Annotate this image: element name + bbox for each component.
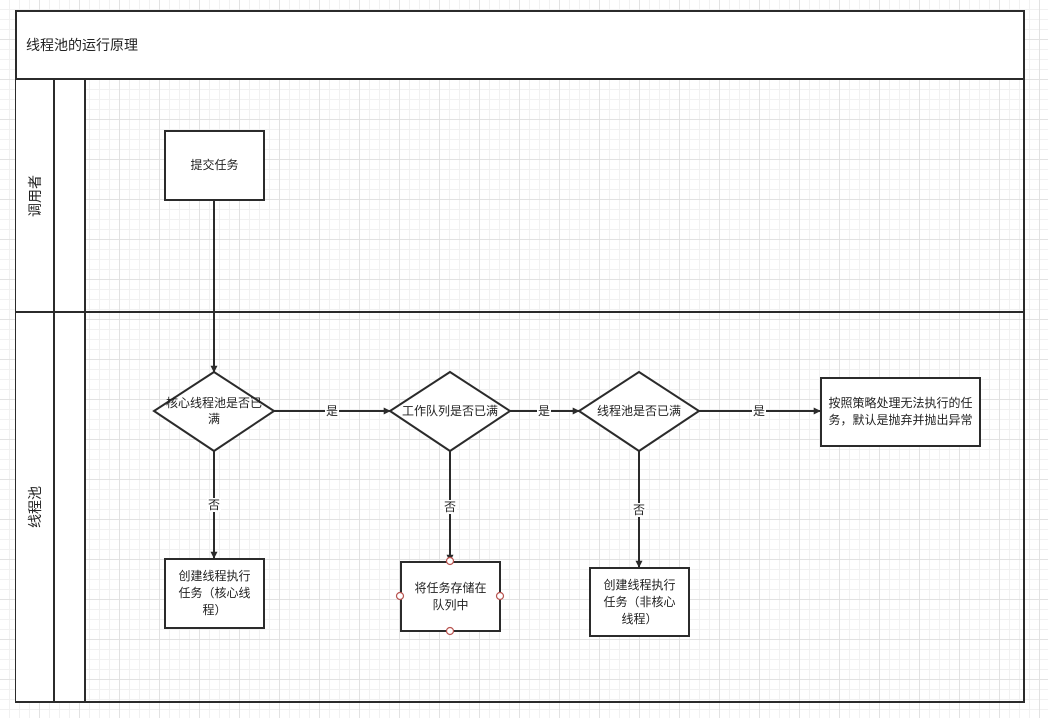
edge-label-yes-1: 是: [324, 404, 340, 418]
lane-pool-header: 线程池: [15, 312, 55, 702]
diagram-title: 线程池的运行原理: [15, 10, 1025, 80]
edge-label-no-1: 否: [206, 498, 222, 512]
node-create-core-thread[interactable]: 创建线程执行任务（核心线程）: [164, 558, 265, 629]
decision-core-full-label: 核心线程池是否已满: [166, 396, 263, 426]
edge-label-yes-3: 是: [751, 404, 767, 418]
connection-handle-bottom[interactable]: [445, 626, 455, 636]
node-create-noncore-thread[interactable]: 创建线程执行任务（非核心线程）: [589, 567, 690, 637]
edge-label-no-3: 否: [631, 503, 647, 517]
connection-handle-top[interactable]: [445, 556, 455, 566]
edge-label-no-2: 否: [442, 500, 458, 514]
decision-queue-full-label: 工作队列是否已满: [402, 404, 499, 418]
connection-handle-left[interactable]: [395, 591, 405, 601]
decision-pool-full-label: 线程池是否已满: [596, 404, 681, 418]
edge-label-yes-2: 是: [536, 404, 552, 418]
node-reject-policy[interactable]: 按照策略处理无法执行的任务，默认是抛弃并抛出异常: [820, 377, 981, 447]
node-submit-task[interactable]: 提交任务: [164, 130, 265, 201]
connection-handle-right[interactable]: [495, 591, 505, 601]
lane-caller-strip: [55, 80, 86, 311]
lane-pool-strip: [55, 313, 86, 701]
